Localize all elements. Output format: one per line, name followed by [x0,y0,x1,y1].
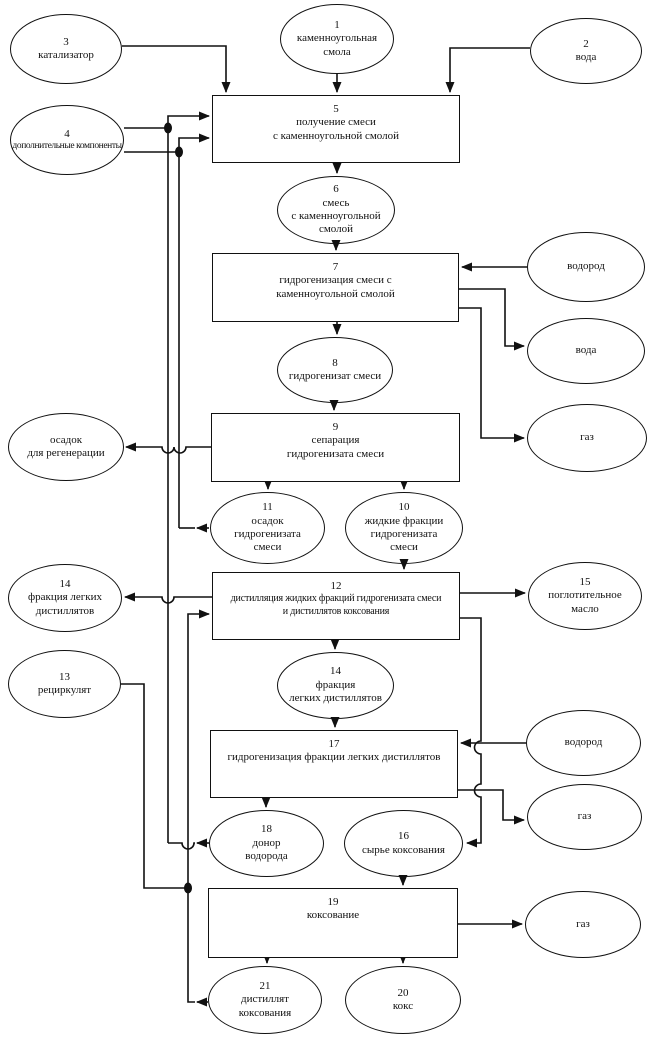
ellipse-gas-mid: газ [527,784,642,850]
ellipse-hydrogen-bottom: водород [526,710,641,776]
node-label: гидрогенизация фракции легких дистиллято… [227,751,441,764]
ellipse-hydrogen-donor: 18 донор водорода [209,810,324,877]
node-number: 4 [64,127,70,140]
node-number: 7 [332,261,339,273]
node-number: 10 [398,501,410,514]
node-number: 2 [583,37,589,50]
node-number: 14 [330,665,341,678]
process-box-hydrogenation-mix: 7 гидрогенизация смеси с каменноугольной… [212,253,459,322]
node-label: фракция легких дистиллятов [27,591,103,617]
node-label: газ [577,810,592,823]
node-label: поглотительное масло [548,589,622,615]
node-label: сырье коксования [362,843,445,856]
process-box-coking: 19 коксование [208,888,458,958]
ellipse-absorber-oil: 15 поглотительное масло [528,562,642,630]
ellipse-light-distillate-output: 14 фракция легких дистиллятов [8,564,122,632]
node-label: катализатор [38,49,94,61]
node-label: водород [564,736,603,749]
node-number: 1 [334,18,340,31]
node-number: 12 [330,580,342,592]
ellipse-coking-distillate: 21 дистиллят коксования [208,966,322,1034]
node-label: смесь с каменноугольной смолой [291,196,381,236]
ellipse-water-output: вода [527,318,645,384]
node-number: 20 [397,986,409,999]
ellipse-mixture: 6 смесь с каменноугольной смолой [277,176,395,244]
node-label: дополнительные компоненты [12,140,122,151]
node-label: гидрогенизат смеси [288,370,382,382]
node-number: 13 [59,670,70,683]
process-box-distillation: 12 дистилляция жидких фракций гидрогениз… [212,572,460,640]
node-number: 19 [327,896,339,908]
node-label: получение смеси с каменноугольной смолой [272,116,400,142]
node-label: фракция легких дистиллятов [289,678,382,705]
node-number: 11 [262,501,273,514]
node-number: 3 [63,35,69,48]
node-label: вода [575,51,597,63]
junction-dots [164,122,192,894]
ellipse-water-input: 2 вода [530,18,642,84]
node-number: 6 [333,183,339,196]
node-label: дистиллят коксования [238,993,292,1019]
node-label: гидрогенизация смеси с каменноугольной с… [276,274,395,300]
node-label: дистилляция жидких фракций гидрогенизата… [230,593,442,617]
node-number: 15 [579,575,591,588]
node-label: жидкие фракции гидрогенизата смеси [364,514,444,554]
node-number: 17 [328,738,340,750]
ellipse-hydrogenate: 8 гидрогенизат смеси [277,337,393,403]
ellipse-coal-tar: 1 каменноугольная смола [280,4,394,74]
ellipse-coking-feed: 16 сырье коксования [344,810,463,877]
ellipse-additives: 4 дополнительные компоненты [10,105,124,175]
node-label: осадок для регенерации [27,433,105,459]
node-label: водород [567,260,605,273]
node-label: рециркулят [37,684,92,696]
node-label: коксование [306,909,360,922]
ellipse-hydrogen-top: водород [527,232,645,302]
node-number: 5 [333,103,339,115]
node-label: вода [575,344,597,357]
ellipse-coke: 20 кокс [345,966,461,1034]
ellipse-liquid-fractions: 10 жидкие фракции гидрогенизата смеси [345,492,463,564]
ellipse-light-distillate-mid: 14 фракция легких дистиллятов [277,652,394,719]
ellipse-gas-top: газ [527,404,647,472]
ellipse-sludge-hydrogenate: 11 осадок гидрогенизата смеси [210,492,325,564]
node-label: кокс [392,1000,414,1012]
node-number: 8 [332,356,338,369]
node-number: 21 [259,979,271,992]
ellipse-catalyst: 3 катализатор [10,14,122,84]
node-number: 14 [59,577,71,590]
node-label: осадок гидрогенизата смеси [234,514,301,554]
node-label: донор водорода [245,836,288,863]
node-number: 9 [332,421,339,433]
node-label: газ [580,431,594,444]
node-number: 16 [398,830,409,843]
node-label: каменноугольная смола [296,32,378,58]
process-box-separation: 9 сепарация гидрогенизата смеси [211,413,460,482]
node-label: газ [576,917,590,930]
process-box-mixing: 5 получение смеси с каменноугольной смол… [212,95,460,163]
ellipse-gas-bottom: газ [525,891,641,958]
ellipse-recycle: 13 рециркулят [8,650,121,718]
node-number: 18 [261,823,272,836]
process-box-hydrogenation-light: 17 гидрогенизация фракции легких дистилл… [210,730,458,798]
ellipse-sludge-regeneration: осадок для регенерации [8,413,124,481]
node-label: сепарация гидрогенизата смеси [286,434,385,460]
